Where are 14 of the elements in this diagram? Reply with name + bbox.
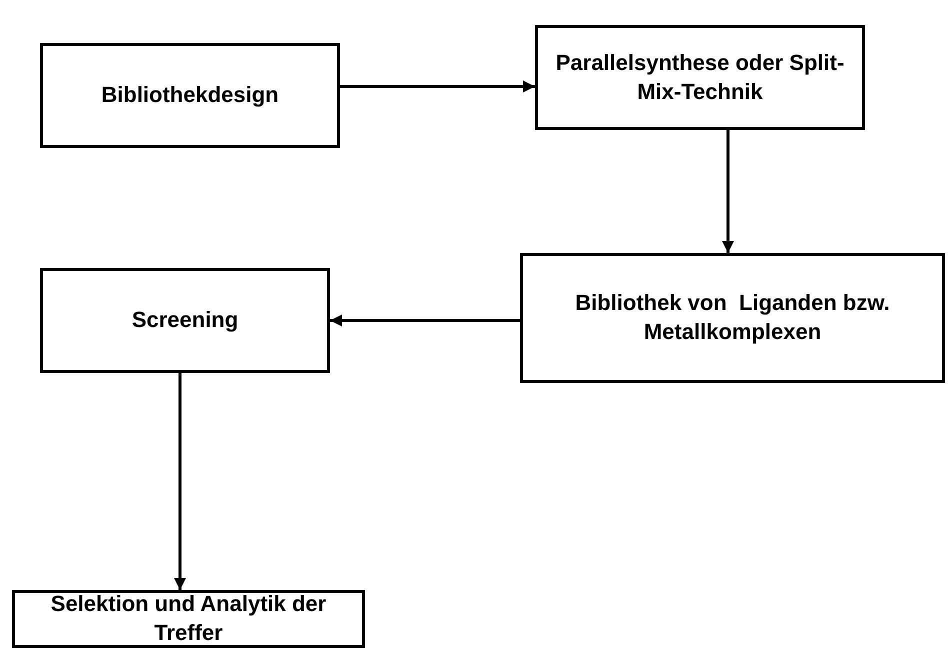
arrow — [330, 314, 520, 326]
process-box — [40, 268, 330, 373]
arrow — [722, 130, 734, 253]
box-label: Selektion und Analytik der Treffer — [50, 590, 328, 647]
process-box — [520, 253, 945, 383]
box-label: Parallelsynthese oder Split-Mix-Technik — [554, 48, 846, 106]
box-label: Screening — [132, 306, 238, 334]
box-label: Bibliothekdesign — [101, 81, 279, 110]
box-label: Bibliothek von Liganden bzw. Metallkomplexen — [574, 289, 891, 346]
arrow — [340, 80, 535, 92]
process-box — [12, 590, 365, 648]
process-box — [535, 25, 865, 130]
process-box — [40, 43, 340, 148]
arrow — [174, 373, 186, 590]
